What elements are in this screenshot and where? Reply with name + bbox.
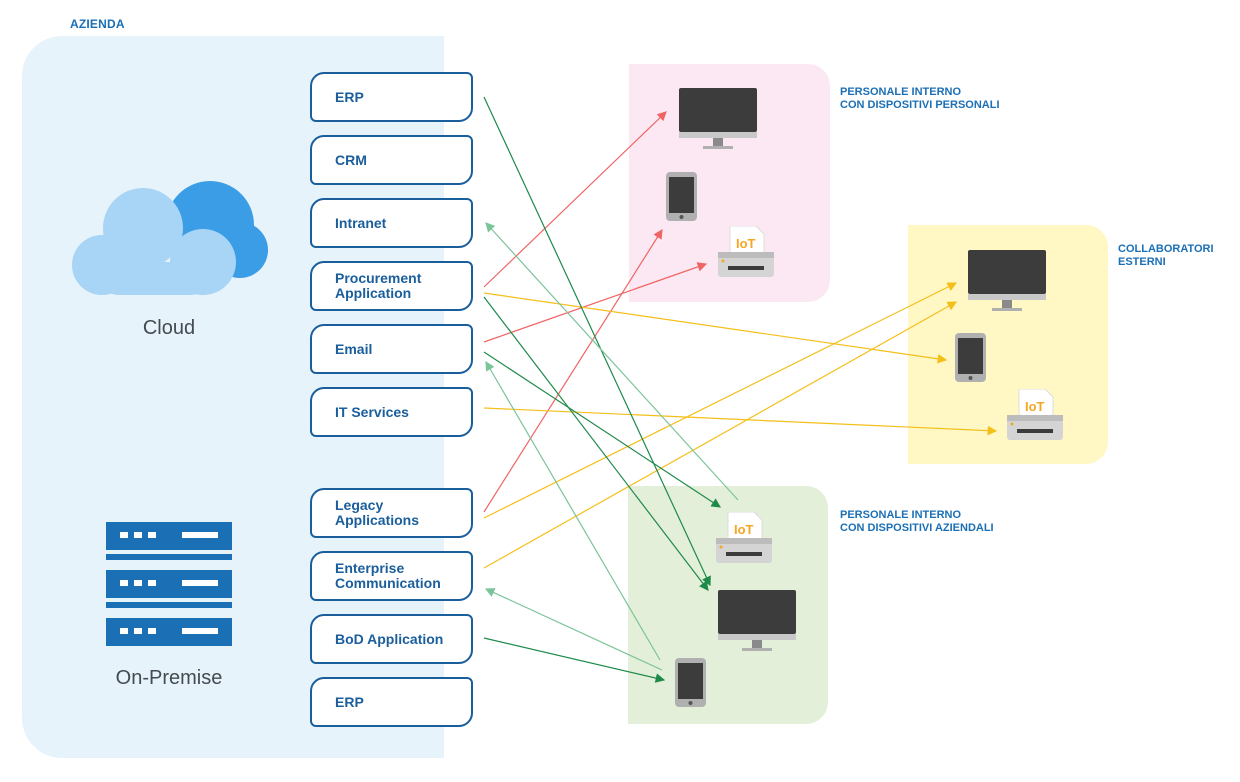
app-crm[interactable]: CRM	[310, 135, 473, 185]
app-intranet[interactable]: Intranet	[310, 198, 473, 248]
arrow-email-to-corporate-iot	[483, 351, 722, 508]
cloud-label: Cloud	[142, 317, 196, 339]
app-erp-cloud[interactable]: ERP	[310, 72, 473, 122]
arrow-erp-to-corporate-monitor	[483, 96, 711, 587]
iot-printer-icon: IoT	[716, 512, 772, 563]
arrow-corporate-tablet-to-enterprise	[484, 588, 663, 671]
tablet-icon	[675, 658, 706, 707]
arrow-legacy-to-external-monitor	[483, 282, 958, 519]
arrow-bod-to-corporate-tablet	[483, 637, 666, 683]
arrow-corporate-tablet-to-email	[485, 360, 661, 661]
app-email[interactable]: Email	[310, 324, 473, 374]
cloud-icon	[72, 181, 268, 295]
iot-printer-icon: IoT	[718, 226, 774, 277]
app-bod[interactable]: BoD Application	[310, 614, 473, 664]
arrow-enterprise-to-external-monitor	[483, 301, 958, 569]
iot-label: IoT	[734, 522, 754, 537]
iot-printer-icon: IoT	[1007, 389, 1063, 440]
tablet-icon	[666, 172, 697, 221]
server-rack-icon	[106, 522, 232, 646]
app-procurement[interactable]: Procurement Application	[310, 261, 473, 311]
app-erp-on-premise[interactable]: ERP	[310, 677, 473, 727]
tablet-icon	[955, 333, 986, 382]
arrow-legacy-to-personal-tablet	[483, 228, 663, 513]
group-label-external: COLLABORATORI ESTERNI	[1118, 243, 1214, 268]
arrow-procurement-to-personal-monitor	[483, 111, 667, 288]
app-enterprise-communication[interactable]: Enterprise Communication	[310, 551, 473, 601]
arrow-email-to-personal-iot	[483, 262, 708, 343]
group-label-personal: PERSONALE INTERNO CON DISPOSITIVI PERSON…	[840, 86, 1000, 111]
iot-label: IoT	[1025, 399, 1045, 414]
on-premise-label: On-Premise	[115, 667, 223, 689]
monitor-icon	[718, 590, 796, 651]
arrow-procurement-to-corporate-monitor	[483, 296, 709, 591]
iot-label: IoT	[736, 236, 756, 251]
arrow-procurement-to-external-tablet	[483, 292, 948, 364]
app-it-services[interactable]: IT Services	[310, 387, 473, 437]
company-label: AZIENDA	[70, 17, 125, 31]
monitor-icon	[968, 250, 1046, 311]
monitor-icon	[679, 88, 757, 149]
group-label-corporate: PERSONALE INTERNO CON DISPOSITIVI AZIEND…	[840, 509, 994, 534]
arrow-corporate-iot-to-intranet	[485, 222, 739, 501]
app-legacy[interactable]: Legacy Applications	[310, 488, 473, 538]
arrow-it-services-to-external-iot	[483, 407, 998, 436]
